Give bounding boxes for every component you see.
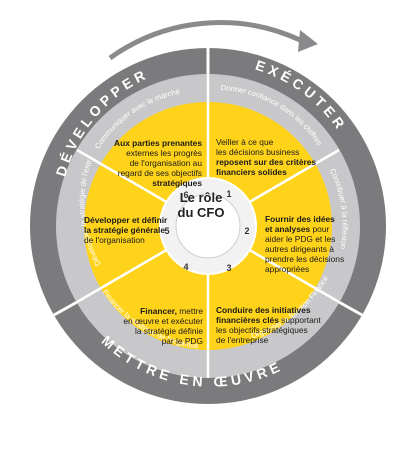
segment-6-text: Aux parties prenantes externes les progr…	[114, 138, 202, 188]
center-circle	[175, 193, 241, 259]
segment-dividers	[76, 74, 340, 378]
segment-number-4: 4	[183, 262, 188, 272]
segment-number-5: 5	[164, 226, 169, 236]
segment-4-text: Financer, mettre en œuvre et exécuter la…	[123, 306, 203, 346]
segment-2-text: Fournir des idées et analyses pour aider…	[265, 214, 345, 274]
segment-3-text: Conduire des initiatives financières clé…	[216, 305, 321, 345]
segment-number-3: 3	[226, 263, 231, 273]
center-title-line1: Le rôle	[179, 190, 223, 205]
center-title-line2: du CFO	[177, 205, 225, 220]
center-title: Le rôle du CFO	[169, 190, 233, 220]
cycle-arrow	[108, 20, 302, 61]
segment-number-6: 6	[183, 190, 188, 200]
segment-5-text: Développer et définir la stratégie génér…	[84, 215, 168, 245]
cycle-arrowhead	[298, 30, 318, 52]
segment-number-1: 1	[226, 189, 231, 199]
segment-1-text: Veiller à ce que les décisions business …	[216, 137, 317, 177]
segment-number-2: 2	[244, 226, 249, 236]
